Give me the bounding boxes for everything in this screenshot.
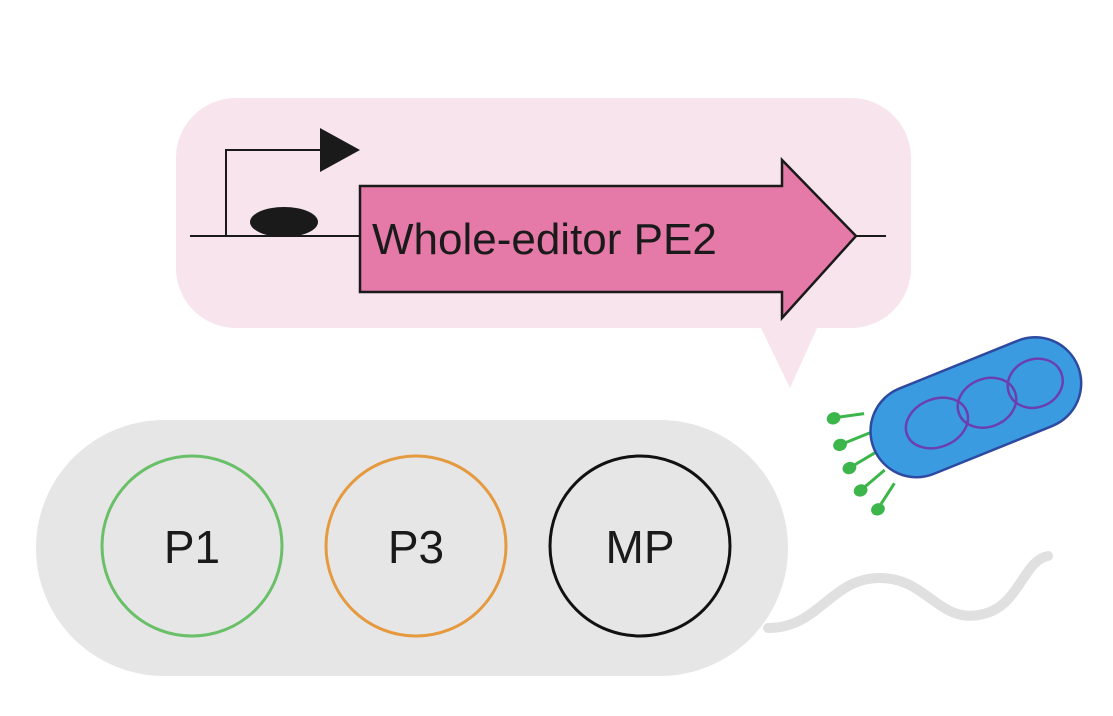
pili — [826, 412, 896, 516]
plasmid-label: P3 — [388, 521, 444, 573]
phage-tail — [763, 551, 1053, 633]
genetic-construct: Whole-editor PE2 — [190, 128, 886, 322]
operator-icon — [250, 207, 318, 237]
plasmid-mp: MP — [548, 454, 732, 638]
gene-arrow — [358, 156, 858, 322]
plasmid-label: MP — [606, 521, 675, 573]
bacterium-icon — [826, 336, 1083, 516]
phage-body — [36, 420, 788, 676]
promoter-icon — [225, 128, 360, 236]
plasmid-p1: P1 — [100, 454, 284, 638]
bubble-tail — [760, 326, 818, 388]
plasmid-p3: P3 — [324, 454, 508, 638]
gene-label: Whole-editor PE2 — [372, 215, 717, 264]
plasmid-label: P1 — [164, 521, 220, 573]
